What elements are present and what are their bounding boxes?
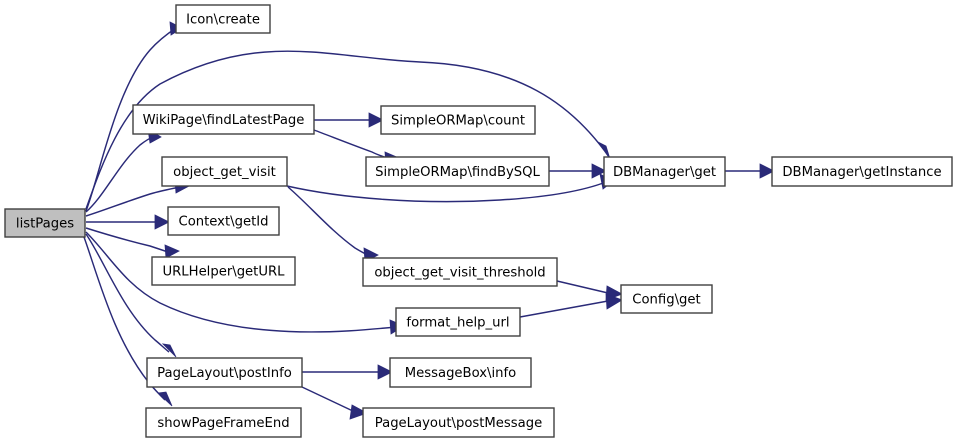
node-formatHelpUrl[interactable]: format_help_url	[395, 307, 521, 337]
edge-listPages-to-showPageFrameEnd	[83, 236, 173, 407]
arrowhead-icon	[759, 163, 775, 179]
node-box[interactable]	[145, 407, 302, 438]
node-label: Config\get	[632, 293, 700, 308]
node-label: PageLayout\postMessage	[375, 416, 542, 431]
arrowhead-icon	[157, 391, 173, 407]
edge-pageLayoutPostInfo-to-pageLayoutPostMessage	[301, 386, 368, 420]
arrowhead-icon	[368, 112, 384, 128]
arrowhead-icon	[164, 244, 180, 259]
node-box[interactable]	[395, 307, 521, 337]
edges-layer	[83, 21, 775, 420]
edge-listPages-to-contextGetId	[86, 214, 170, 230]
arrowhead-icon	[377, 364, 393, 380]
node-iconCreate[interactable]: Icon\create	[175, 4, 271, 34]
node-label: Context\getId	[178, 215, 268, 230]
edge-formatHelpUrl-to-configGet	[519, 293, 623, 318]
edge-line	[85, 231, 397, 333]
node-box[interactable]	[151, 256, 296, 286]
node-urlHelperGetURL[interactable]: URLHelper\getURL	[151, 256, 296, 286]
edge-line	[286, 181, 607, 203]
node-box[interactable]	[380, 105, 536, 135]
edge-line	[85, 50, 605, 210]
edge-line	[85, 186, 181, 217]
node-box[interactable]	[365, 156, 550, 187]
node-label: URLHelper\getURL	[162, 265, 285, 280]
node-label: object_get_visit_threshold	[374, 266, 545, 281]
node-label: PageLayout\postInfo	[157, 366, 292, 381]
arrowhead-icon	[349, 404, 368, 420]
node-listPages[interactable]: listPages	[4, 208, 86, 238]
node-label: SimpleORMap\findBySQL	[375, 165, 540, 180]
edge-line	[313, 129, 391, 160]
edge-line	[85, 227, 169, 253]
node-dbManagerGet[interactable]: DBManager\get	[603, 156, 726, 187]
node-box[interactable]	[389, 357, 532, 388]
arrowhead-icon	[597, 141, 611, 160]
edge-dbManagerGet-to-dbManagerGetInstance	[725, 163, 775, 179]
node-box[interactable]	[362, 257, 558, 287]
node-dbManagerGetInstance[interactable]: DBManager\getInstance	[771, 156, 953, 187]
node-box[interactable]	[4, 208, 86, 238]
node-simpleORMapCount[interactable]: SimpleORMap\count	[380, 105, 536, 135]
node-box[interactable]	[161, 156, 288, 187]
node-label: DBManager\getInstance	[782, 165, 941, 180]
edge-line	[85, 135, 156, 213]
node-label: Icon\create	[186, 13, 260, 28]
node-box[interactable]	[362, 407, 555, 438]
arrowhead-icon	[591, 163, 607, 179]
edge-line	[519, 300, 609, 318]
node-pageLayoutPostMessage[interactable]: PageLayout\postMessage	[362, 407, 555, 438]
edge-listPages-to-urlHelperGetURL	[85, 227, 180, 259]
node-simpleORMapFindBySQL[interactable]: SimpleORMap\findBySQL	[365, 156, 550, 187]
nodes-layer: listPages Icon\createWikiPage\findLatestP…	[4, 4, 953, 438]
node-box[interactable]	[620, 284, 713, 314]
edge-listPages-to-wikiPageFindLatestPage	[85, 128, 162, 213]
edge-wikiPageFindLatestPage-to-simpleORMapCount	[314, 112, 384, 128]
edge-line	[301, 386, 356, 413]
node-label: WikiPage\findLatestPage	[143, 113, 305, 128]
node-label: MessageBox\info	[405, 366, 517, 381]
node-configGet[interactable]: Config\get	[620, 284, 713, 314]
node-label: DBManager\get	[613, 165, 716, 180]
node-box[interactable]	[167, 206, 280, 236]
node-wikiPageFindLatestPage[interactable]: WikiPage\findLatestPage	[132, 104, 315, 135]
node-contextGetId[interactable]: Context\getId	[167, 206, 280, 236]
edge-listPages-to-pageLayoutPostInfo	[85, 233, 177, 358]
node-showPageFrameEnd[interactable]: showPageFrameEnd	[145, 407, 302, 438]
edge-listPages-to-dbManagerGet	[85, 50, 611, 210]
node-objectGetVisitThreshold[interactable]: object_get_visit_threshold	[362, 257, 558, 287]
arrowhead-icon	[154, 214, 170, 230]
node-label: object_get_visit	[173, 165, 276, 180]
node-box[interactable]	[146, 357, 303, 388]
node-box[interactable]	[771, 156, 953, 187]
node-box[interactable]	[175, 4, 271, 34]
arrowhead-icon	[161, 343, 177, 358]
node-messageBoxInfo[interactable]: MessageBox\info	[389, 357, 532, 388]
edge-line	[85, 27, 177, 212]
arrowhead-icon	[605, 293, 623, 310]
node-label: format_help_url	[406, 316, 509, 331]
edge-line	[556, 280, 609, 294]
edge-simpleORMapFindBySQL-to-dbManagerGet	[549, 163, 607, 179]
node-label: SimpleORMap\count	[391, 114, 525, 129]
node-label: listPages	[16, 217, 74, 232]
node-pageLayoutPostInfo[interactable]: PageLayout\postInfo	[146, 357, 303, 388]
node-box[interactable]	[603, 156, 726, 187]
node-box[interactable]	[132, 104, 315, 135]
node-objectGetVisit[interactable]: object_get_visit	[161, 156, 288, 187]
edge-line	[85, 233, 170, 353]
edge-pageLayoutPostInfo-to-messageBoxInfo	[302, 364, 393, 380]
node-label: showPageFrameEnd	[157, 416, 289, 431]
